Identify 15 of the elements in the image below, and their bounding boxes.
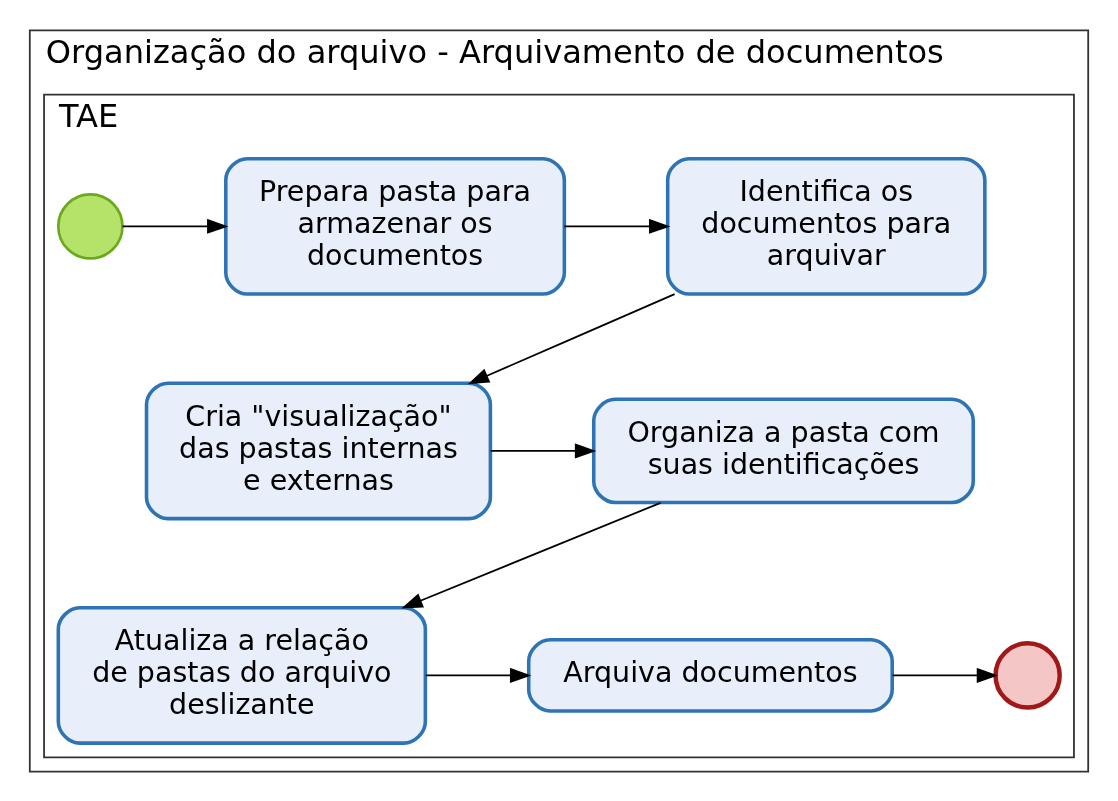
arrow (424, 667, 532, 683)
arrow (563, 218, 671, 234)
node-box: Identifica os documentos para arquivar (665, 156, 987, 296)
arrow (401, 501, 662, 609)
node-box: Organiza a pasta com suas identificações (591, 396, 976, 504)
node-circle (56, 192, 124, 260)
arrow (121, 218, 229, 234)
node-box: Arquiva documentos (526, 637, 894, 713)
arrow (891, 667, 999, 683)
node-box: Prepara pasta para armazenar os documentos (224, 156, 567, 296)
arrow (467, 292, 676, 384)
arrow (489, 442, 597, 458)
node-box: Cria "visualização" das pastas internas e externas (144, 380, 493, 520)
node-box: Atualiza a relação de pastas do arquivo deslizante (56, 605, 428, 745)
node-circle (993, 640, 1062, 710)
